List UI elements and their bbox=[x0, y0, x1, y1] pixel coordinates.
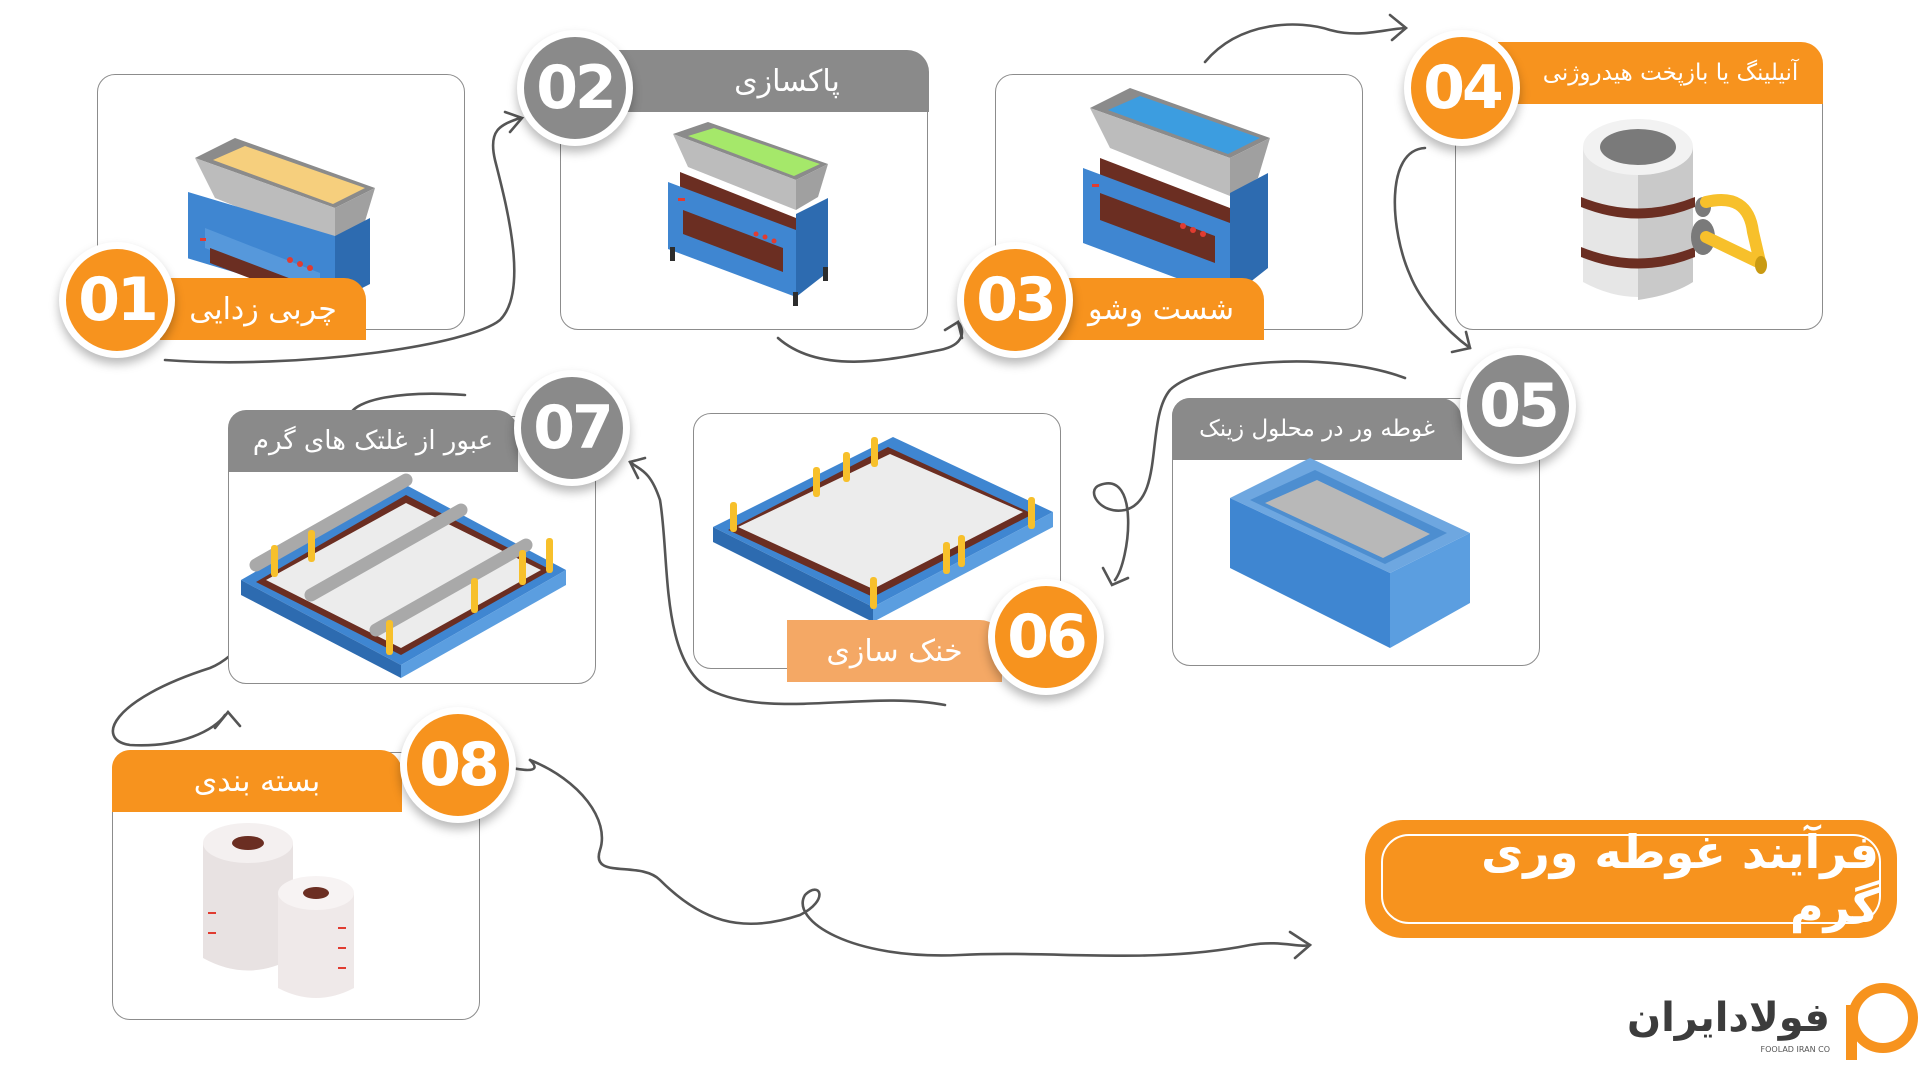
step-07-label: عبور از غلتک های گرم bbox=[228, 410, 518, 472]
step-02-label-text: پاکسازی bbox=[734, 63, 840, 99]
arrow-03-04 bbox=[1203, 23, 1407, 64]
arrow-head-05-06 bbox=[1101, 566, 1130, 587]
arrow-head-07-08 bbox=[213, 709, 242, 730]
step-01-label: چربی زدایی bbox=[160, 278, 366, 340]
hot-rollers-icon bbox=[241, 473, 566, 678]
step-07-badge: 07 bbox=[514, 370, 630, 486]
step-06-badge: 06 bbox=[988, 579, 1104, 695]
arrow-head-04-05 bbox=[1450, 330, 1472, 354]
step-02-badge: 02 bbox=[517, 30, 633, 146]
arrow-05-06 bbox=[1092, 360, 1407, 582]
zinc-bath-icon bbox=[1230, 458, 1470, 648]
logo-subtitle: FOOLAD IRAN CO bbox=[1760, 1045, 1831, 1054]
arrow-08-end bbox=[528, 758, 1312, 958]
cleaning-tank-icon bbox=[668, 122, 828, 306]
foolad-iran-logo-icon bbox=[1846, 983, 1918, 1060]
arrow-04-05 bbox=[1393, 146, 1472, 350]
steel-coil-rolls-icon bbox=[203, 823, 354, 998]
annealing-furnace-icon bbox=[1581, 119, 1767, 300]
step-06-label: خنک سازی bbox=[787, 620, 1002, 682]
arrow-head-03-04 bbox=[1388, 13, 1409, 42]
step-01-number: 01 bbox=[78, 265, 158, 335]
step-03-number: 03 bbox=[976, 265, 1056, 335]
arrow-06-07 bbox=[628, 460, 947, 707]
step-02-label: پاکسازی bbox=[585, 50, 929, 112]
process-title: فرآیند غوطه وری گرم bbox=[1381, 825, 1881, 933]
step-04-number: 04 bbox=[1423, 53, 1503, 123]
step-01-badge: 01 bbox=[59, 242, 175, 358]
arrow-head-06-07 bbox=[628, 456, 647, 480]
step-01-label-text: چربی زدایی bbox=[189, 291, 337, 327]
step-07-label-text: عبور از غلتک های گرم bbox=[252, 426, 494, 456]
arrow-head-01-02 bbox=[503, 110, 525, 134]
step-05-number: 05 bbox=[1479, 371, 1559, 441]
arrow-01-02 bbox=[163, 116, 522, 364]
step-03-label: شست وشو bbox=[1058, 278, 1264, 340]
cooling-conveyor-icon bbox=[713, 437, 1053, 622]
step-04-label-text: آنیلینگ یا بازپخت هیدروژنی bbox=[1542, 60, 1799, 86]
step-05-label-text: غوطه ور در محلول زینک bbox=[1199, 416, 1435, 442]
step-08-label: بسته بندی bbox=[112, 750, 402, 812]
step-08-label-text: بسته بندی bbox=[193, 763, 321, 799]
arrow-head-02-03 bbox=[943, 319, 964, 340]
washing-tank-icon bbox=[1083, 88, 1270, 298]
step-07-number: 07 bbox=[533, 393, 613, 463]
process-title-box: فرآیند غوطه وری گرم bbox=[1365, 820, 1897, 938]
step-02-number: 02 bbox=[536, 53, 616, 123]
step-06-label-text: خنک سازی bbox=[826, 633, 963, 669]
arrow-07-08 bbox=[111, 392, 467, 747]
logo-name: فولادایران bbox=[1626, 995, 1831, 1041]
process-title-text: فرآیند غوطه وری گرم bbox=[1481, 825, 1879, 933]
step-05-label: غوطه ور در محلول زینک bbox=[1172, 398, 1462, 460]
step-05-badge: 05 bbox=[1460, 348, 1576, 464]
step-08-badge: 08 bbox=[400, 707, 516, 823]
step-03-badge: 03 bbox=[957, 242, 1073, 358]
step-04-label: آنیلینگ یا بازپخت هیدروژنی bbox=[1498, 42, 1823, 104]
step-08-number: 08 bbox=[419, 730, 499, 800]
degreasing-tank-icon bbox=[188, 138, 375, 303]
step-06-number: 06 bbox=[1007, 602, 1087, 672]
step-03-label-text: شست وشو bbox=[1088, 291, 1235, 327]
step-04-badge: 04 bbox=[1404, 30, 1520, 146]
arrow-head-08-end bbox=[1288, 930, 1313, 960]
